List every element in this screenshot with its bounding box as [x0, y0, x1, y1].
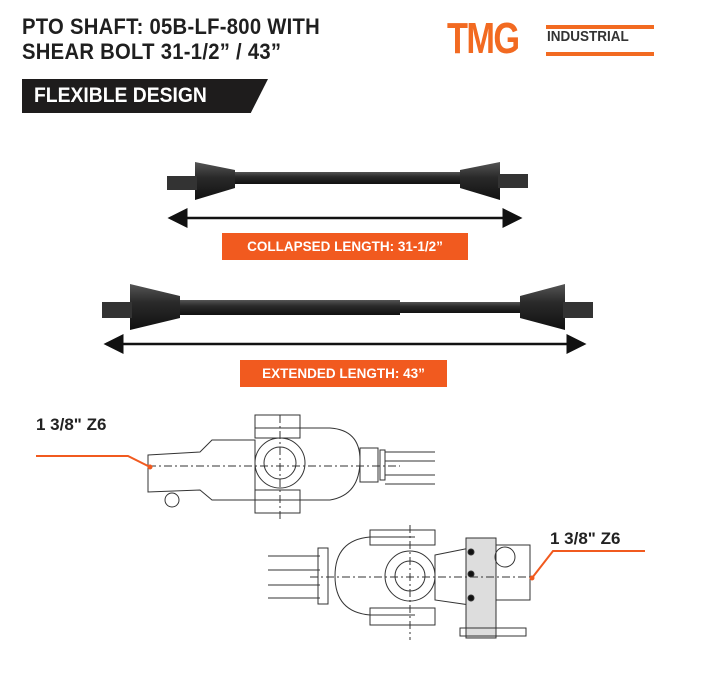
collapsed-shaft-image [167, 162, 528, 200]
top-leader-dot [147, 464, 153, 470]
bottom-leader-dot [529, 575, 535, 581]
title-line-2: SHEAR BOLT 31-1/2” / 43” [22, 39, 282, 64]
top-spline-spec: 1 3/8" Z6 [36, 415, 107, 434]
banner-text: FLEXIBLE DESIGN [34, 84, 207, 107]
bottom-spline-spec: 1 3/8" Z6 [550, 529, 621, 548]
collapsed-length-label: COLLAPSED LENGTH: 31-1/2” [222, 233, 468, 260]
logo-brand: TMG [447, 14, 520, 63]
logo-sub: INDUSTRIAL [547, 28, 629, 45]
yoke-drawing-bottom [268, 525, 531, 640]
extended-shaft-image [102, 284, 593, 330]
extended-length-label: EXTENDED LENGTH: 43” [240, 360, 447, 387]
title-line-1: PTO SHAFT: 05B-LF-800 WITH [22, 14, 321, 39]
bottom-leader-line [531, 550, 645, 579]
page-title: PTO SHAFT: 05B-LF-800 WITH SHEAR BOLT 31… [22, 14, 320, 64]
logo-bar-top [546, 25, 654, 29]
logo-bar-bottom [546, 52, 654, 56]
top-leader-line [36, 455, 151, 468]
tmg-logo: TMG INDUSTRIAL [447, 16, 659, 62]
feature-banner: FLEXIBLE DESIGN [22, 79, 268, 113]
yoke-drawing-top [147, 414, 435, 520]
